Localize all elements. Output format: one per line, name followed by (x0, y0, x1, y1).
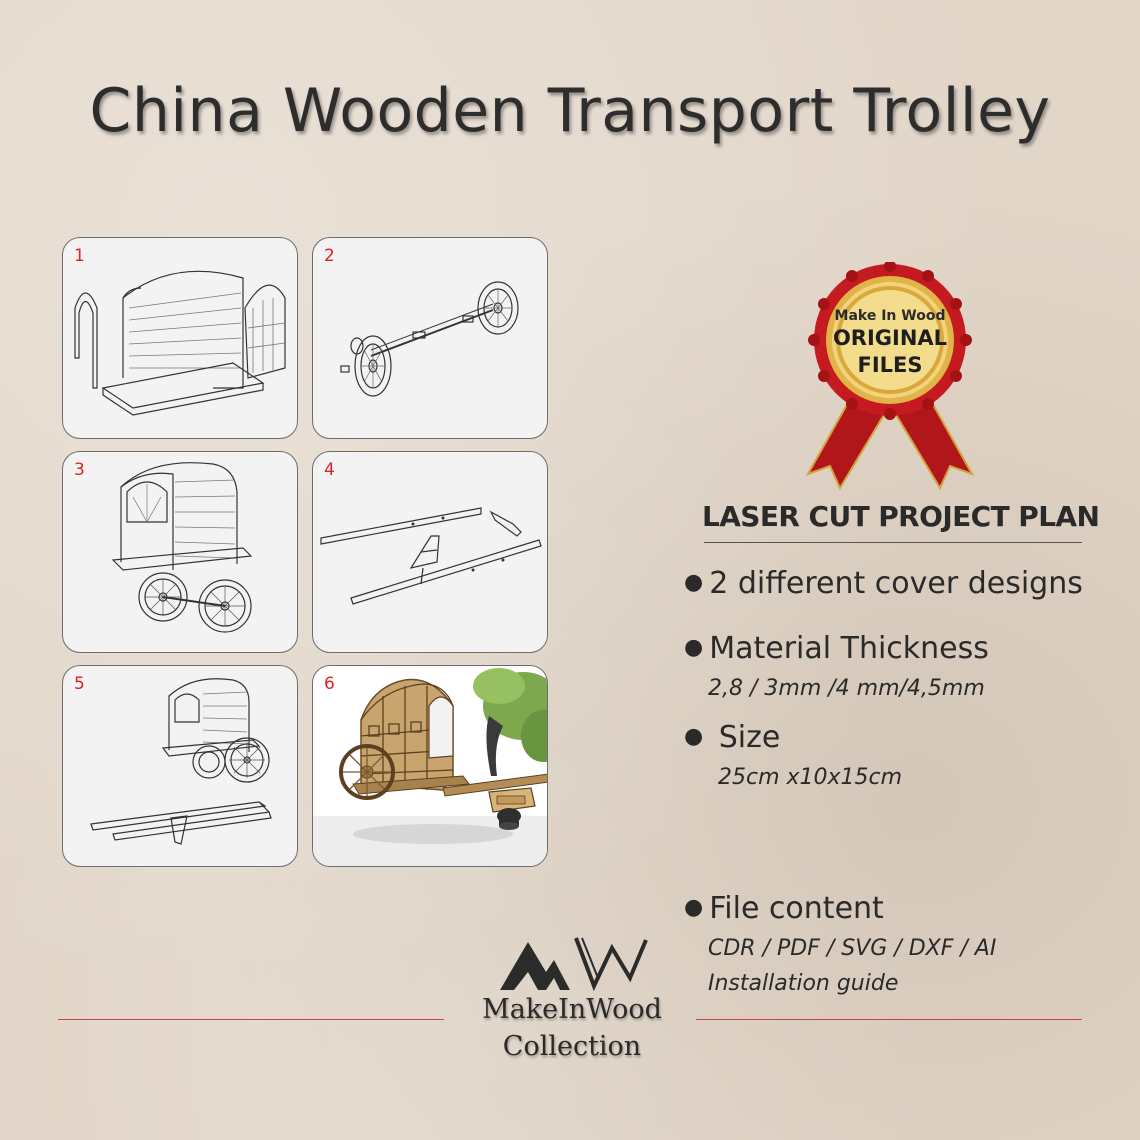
brand-collection: Collection (502, 1031, 642, 1062)
feature-covers-text: 2 different cover designs (709, 566, 1083, 601)
assembly-step-1: 1 (62, 237, 298, 439)
step-number: 5 (74, 674, 85, 694)
feature-thickness-text: Material Thickness (709, 631, 989, 666)
brand-name: MakeInWood (482, 994, 662, 1025)
feature-thickness: ●Material Thickness (684, 631, 989, 666)
feature-covers: ●2 different cover designs (684, 566, 1083, 601)
original-files-seal: Make In Wood ORIGINAL FILES (804, 260, 976, 494)
bullet-icon: ● (684, 635, 704, 660)
bullet-icon: ● (684, 895, 704, 920)
assembly-step-2: 2 (312, 237, 548, 439)
thickness-values: 2,8 / 3mm /4 mm/4,5mm (708, 676, 985, 701)
step-2-drawing (340, 281, 519, 397)
assembly-step-3: 3 (62, 451, 298, 653)
size-values: 25cm x10x15cm (718, 765, 903, 790)
feature-size-text: Size (709, 720, 781, 755)
seal-line-make-in-wood: Make In Wood (834, 308, 946, 324)
divider-right (696, 1019, 1082, 1020)
step-number: 3 (74, 460, 85, 480)
divider-left (58, 1019, 444, 1020)
step-3-drawing (111, 462, 253, 633)
bullet-icon: ● (684, 570, 704, 595)
step-number: 4 (324, 460, 335, 480)
feature-file-content-text: File content (709, 891, 884, 926)
assembly-step-4: 4 (312, 451, 548, 653)
feature-file-content: ●File content (684, 891, 884, 926)
installation-guide: Installation guide (708, 971, 899, 996)
heading-underline (704, 542, 1082, 543)
seal-badge-icon (805, 260, 975, 491)
step-number: 1 (74, 246, 85, 266)
step-1-drawing (74, 270, 286, 416)
step-5-drawing (90, 678, 272, 845)
step-4-drawing (320, 507, 542, 605)
file-formats: CDR / PDF / SVG / DXF / AI (708, 936, 997, 961)
bullet-icon: ● (684, 724, 704, 749)
feature-size: ● Size (684, 720, 780, 755)
assembly-step-6-photo: 6 (312, 665, 548, 867)
finished-trolley-photo (313, 668, 547, 866)
seal-line-files: FILES (857, 353, 923, 377)
step-number: 6 (324, 674, 335, 694)
seal-line-original: ORIGINAL (832, 326, 948, 350)
assembly-step-5: 5 (62, 665, 298, 867)
makeinwood-logo-icon (500, 937, 648, 992)
step-number: 2 (324, 246, 335, 266)
page-title: China Wooden Transport Trolley (89, 76, 1051, 146)
project-plan-heading: LASER CUT PROJECT PLAN (702, 500, 1100, 533)
